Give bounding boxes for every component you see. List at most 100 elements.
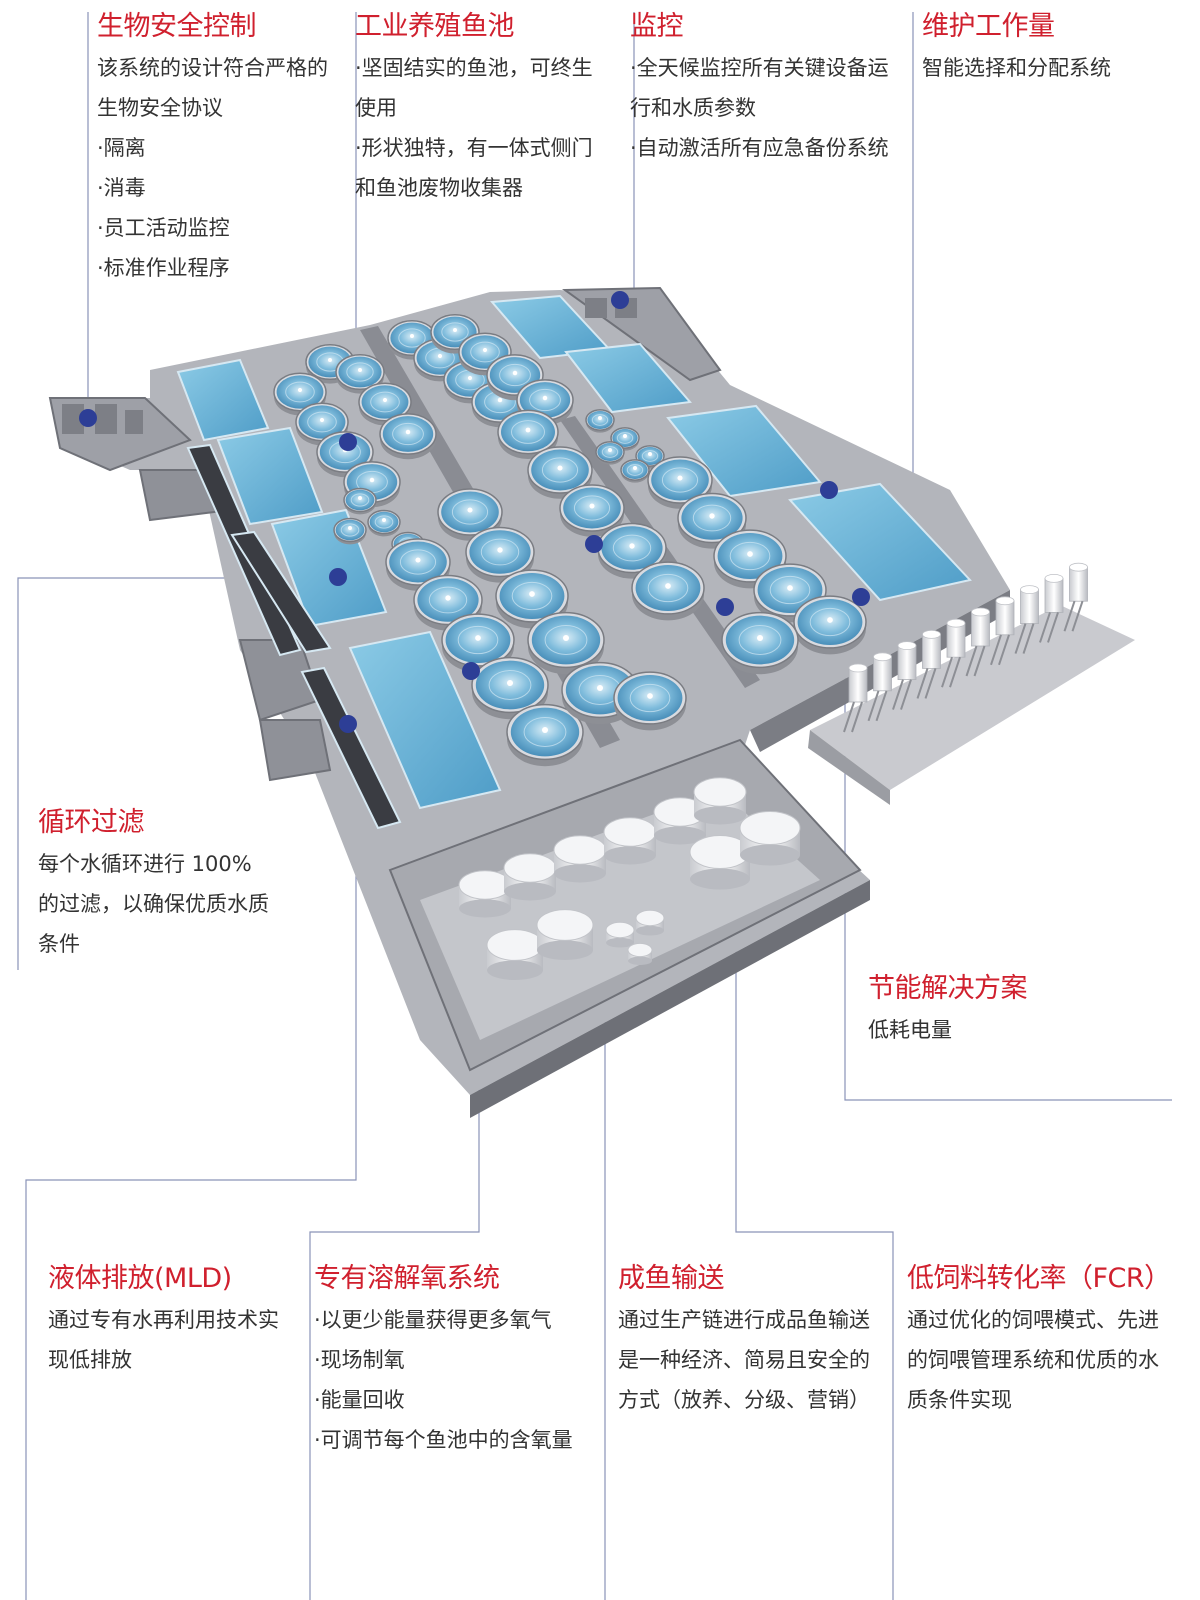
cylinder <box>965 607 990 677</box>
callout-tanks: 工业养殖鱼池 ·坚固结实的鱼池，可终生使用 ·形状独特，有一体式侧门和鱼池废物收… <box>355 10 605 208</box>
cylinder <box>1014 585 1039 654</box>
leader-discharge <box>25 728 357 1600</box>
callout-maintenance: 维护工作量 智能选择和分配系统 <box>922 10 1182 88</box>
fish-tank <box>379 413 437 460</box>
silo <box>627 942 653 965</box>
cylinder <box>941 618 966 688</box>
callout-bullet: ·形状独特，有一体式侧门和鱼池废物收集器 <box>355 136 593 200</box>
callout-title: 循环过滤 <box>38 807 145 838</box>
fish-tank <box>527 446 593 499</box>
fish-tank <box>620 459 650 483</box>
fish-tank <box>595 441 625 465</box>
cylinder <box>1039 574 1064 643</box>
silo <box>693 777 747 825</box>
fish-tank <box>495 569 569 629</box>
callout-title: 专有溶解氧系统 <box>314 1263 500 1294</box>
right-top-annex <box>561 286 722 382</box>
fish-tank <box>273 372 327 416</box>
filtration-pools-right <box>489 294 972 602</box>
fish-tank <box>793 595 867 655</box>
cylinder <box>990 596 1015 666</box>
silo <box>739 811 801 866</box>
callout-bullet: ·能量回收 <box>314 1388 405 1412</box>
callout-desc: 通过专有水再利用技术实现低排放 <box>48 1308 279 1372</box>
callout-title: 监控 <box>630 11 684 42</box>
silo <box>458 870 512 918</box>
fish-tank <box>471 656 549 720</box>
silo <box>653 797 707 845</box>
callout-desc: 低耗电量 <box>868 1018 952 1042</box>
callout-title: 生物安全控制 <box>97 11 257 42</box>
callout-transport: 成鱼输送 通过生产链进行成品鱼输送是一种经济、简易且安全的方式（放养、分级、营销… <box>618 1262 873 1420</box>
fish-tank <box>486 354 544 401</box>
silo <box>553 835 607 883</box>
oxygen-cylinders <box>843 562 1088 733</box>
callout-bullet: ·以更少能量获得更多氧气 <box>314 1308 552 1332</box>
marker-dot-icon <box>339 433 357 451</box>
fish-tank <box>585 409 615 433</box>
callout-desc: 每个水循环进行 100% 的过滤，以确保优质水质条件 <box>38 852 269 956</box>
callout-bullet: ·隔离 <box>97 136 146 160</box>
callout-bullet: ·全天候监控所有关键设备运行和水质参数 <box>630 56 889 120</box>
marker-dot-icon <box>820 481 838 499</box>
fish-tank <box>316 431 374 478</box>
callout-bullet: ·员工活动监控 <box>97 216 230 240</box>
cylinder <box>916 630 941 699</box>
fish-tank <box>631 561 705 621</box>
callout-desc: 智能选择和分配系统 <box>922 56 1111 80</box>
marker-dot-icon <box>585 535 603 553</box>
callout-fcr: 低饲料转化率（FCR） 通过优化的饲喂模式、先进的饲喂管理系统和优质的水质条件实… <box>907 1262 1177 1420</box>
callout-title: 节能解决方案 <box>868 973 1028 1004</box>
fish-tank <box>721 611 799 675</box>
marker-dot-icon <box>852 588 870 606</box>
silo-tanks <box>458 777 801 980</box>
fish-tank <box>497 409 559 459</box>
callout-title: 低饲料转化率（FCR） <box>907 1263 1171 1294</box>
marker-dot-icon <box>716 598 734 616</box>
fish-tank <box>437 488 503 541</box>
marker-dot-icon <box>339 715 357 733</box>
callout-monitoring: 监控 ·全天候监控所有关键设备运行和水质参数 ·自动激活所有应急备份系统 <box>630 10 890 168</box>
marker-dot-icon <box>329 568 347 586</box>
callout-bullet: ·现场制氧 <box>314 1348 405 1372</box>
treatment-area <box>388 738 862 1072</box>
fish-tank <box>527 611 605 675</box>
callout-title: 液体排放(MLD) <box>48 1263 232 1294</box>
callout-filtration: 循环过滤 每个水循环进行 100% 的过滤，以确保优质水质条件 <box>38 806 278 964</box>
callout-bullet: ·可调节每个鱼池中的含氧量 <box>314 1428 573 1452</box>
cylinder <box>892 641 917 710</box>
silo <box>486 929 544 980</box>
callout-biosafety: 生物安全控制 该系统的设计符合严格的生物安全协议 ·隔离 ·消毒 ·员工活动监控… <box>97 10 337 288</box>
cylinder <box>867 652 892 722</box>
silo <box>689 835 751 890</box>
marker-dot-icon <box>462 662 480 680</box>
fish-tank <box>506 703 584 767</box>
silo <box>603 817 657 865</box>
cylinder <box>1063 562 1088 632</box>
marker-dots <box>79 291 870 733</box>
silo <box>536 909 594 960</box>
callout-discharge: 液体排放(MLD) 通过专有水再利用技术实现低排放 <box>48 1262 293 1380</box>
fish-tank <box>343 487 377 515</box>
callout-title: 维护工作量 <box>922 11 1055 42</box>
callout-energy: 节能解决方案 低耗电量 <box>868 972 1108 1050</box>
marker-dot-icon <box>79 409 97 427</box>
fish-tank <box>559 484 625 537</box>
callout-oxygen: 专有溶解氧系统 ·以更少能量获得更多氧气 ·现场制氧 ·能量回收 ·可调节每个鱼… <box>314 1262 604 1460</box>
cylinder <box>843 663 868 733</box>
fish-tank <box>333 517 367 545</box>
callout-bullet: ·消毒 <box>97 176 146 200</box>
marker-dot-icon <box>611 291 629 309</box>
callout-desc: 通过优化的饲喂模式、先进的饲喂管理系统和优质的水质条件实现 <box>907 1308 1159 1412</box>
callout-bullet: ·标准作业程序 <box>97 256 230 280</box>
silo <box>635 909 665 936</box>
silo <box>605 921 635 948</box>
fish-tank <box>613 671 687 731</box>
silo <box>503 853 557 901</box>
fish-tank <box>385 538 451 591</box>
fish-tank <box>465 526 535 583</box>
fish-tank <box>367 509 401 537</box>
fish-tank <box>413 574 483 631</box>
equipment-pad <box>808 562 1135 805</box>
